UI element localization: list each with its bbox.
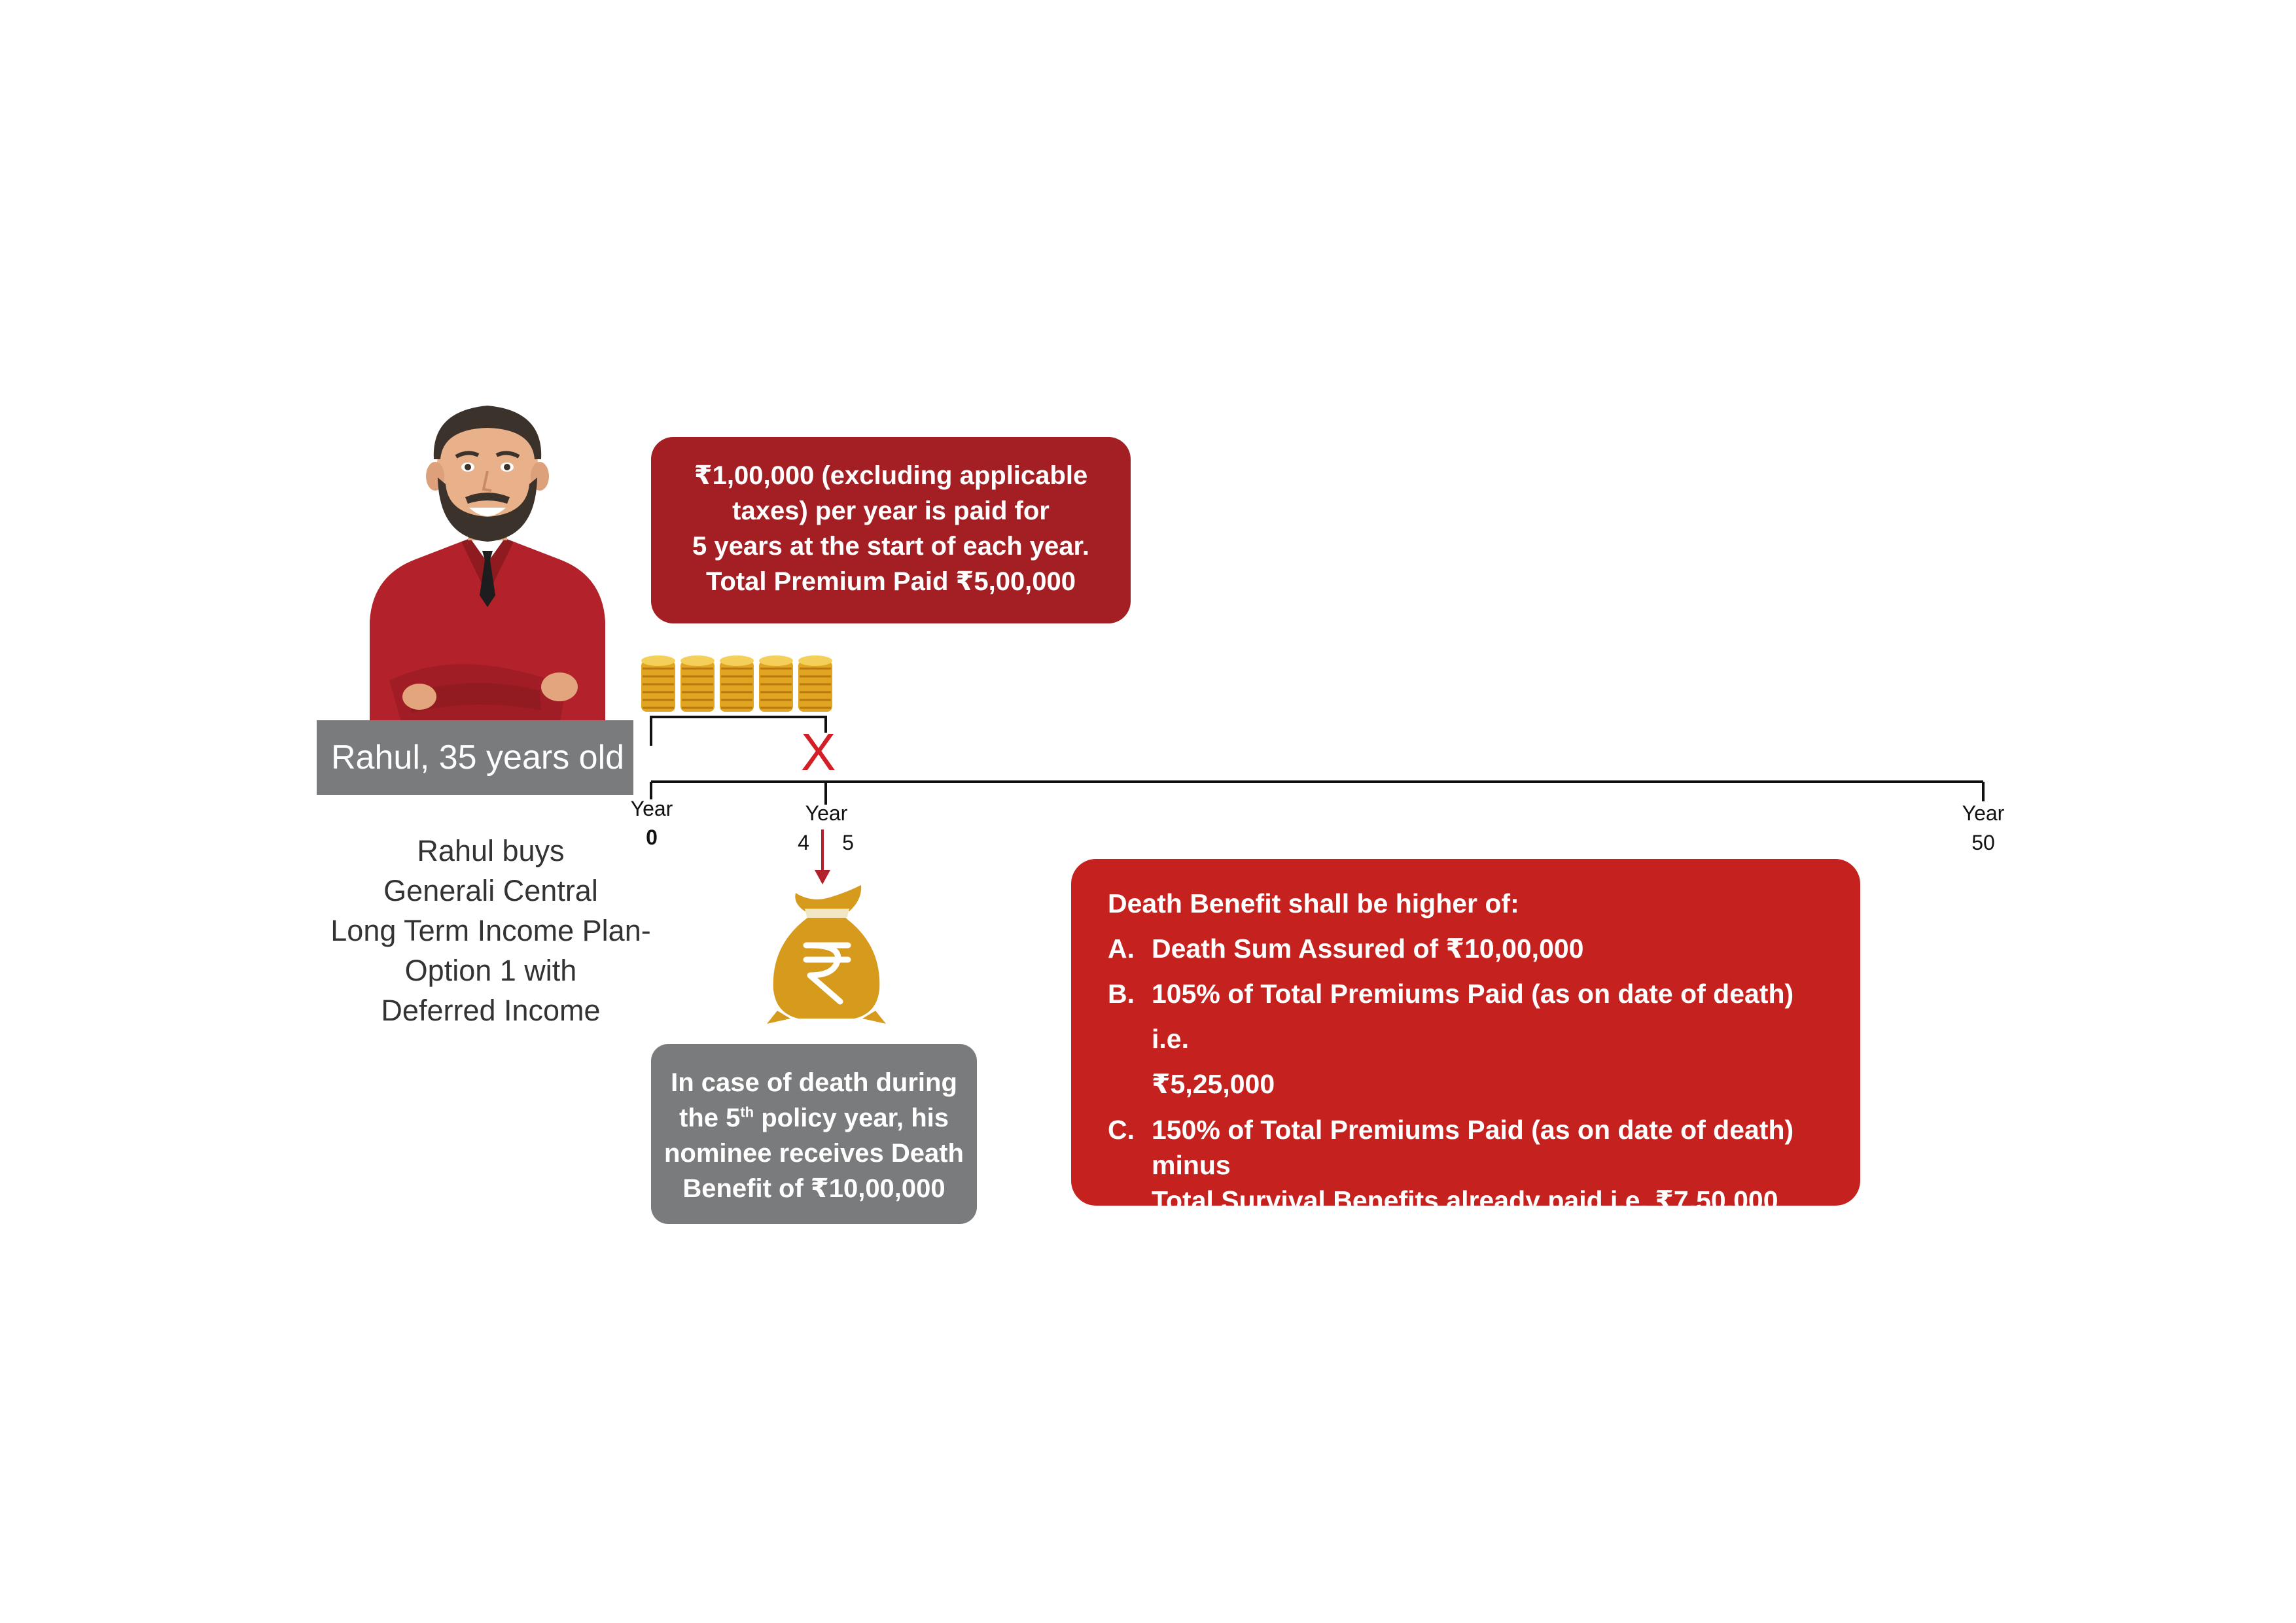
- death-line-2: the 5th policy year, his: [660, 1100, 968, 1136]
- option-text-line-2: Total Survival Benefits already paid i.e…: [1152, 1185, 1778, 1215]
- premium-line-2: taxes) per year is paid for: [732, 497, 1050, 525]
- death-line-1: In case of death during: [671, 1068, 957, 1097]
- death-x-mark: X: [801, 723, 836, 781]
- policy-timeline: [650, 716, 1985, 884]
- money-bag-icon: [767, 885, 886, 1024]
- year-0-label: Year: [630, 797, 673, 820]
- benefit-option-b: B. 105% of Total Premiums Paid (as on da…: [1108, 971, 1834, 1107]
- rahul-avatar: [370, 406, 605, 726]
- year-5-number: 5: [842, 831, 854, 854]
- option-key: D.: [1108, 1229, 1135, 1259]
- premium-info-box: ₹1,00,000 (excluding applicable taxes) p…: [651, 437, 1131, 623]
- plan-description: Rahul buys Generali Central Long Term In…: [314, 831, 667, 1030]
- plan-line-1: Rahul buys: [417, 834, 565, 867]
- option-text-line-1: 105% of Total Premiums Paid (as on date …: [1152, 979, 1794, 1054]
- death-line-2-post: policy year, his: [754, 1104, 949, 1132]
- benefit-option-c: C. 150% of Total Premiums Paid (as on da…: [1108, 1112, 1834, 1218]
- option-text-line-1: 150% of Total Premiums Paid (as on date …: [1152, 1115, 1794, 1180]
- death-info-box: In case of death during the 5th policy y…: [651, 1044, 977, 1224]
- plan-line-5: Deferred Income: [381, 994, 601, 1027]
- coin-stacks-icon: [641, 654, 834, 713]
- option-text: Death Sum Assured of ₹10,00,000: [1152, 934, 1584, 964]
- premium-bracket: [650, 716, 827, 746]
- benefit-option-a: A. Death Sum Assured of ₹10,00,000: [1108, 926, 1834, 971]
- option-key: A.: [1108, 934, 1135, 964]
- premium-line-1: ₹1,00,000 (excluding applicable: [694, 461, 1088, 490]
- option-text: Surrender Value (as on date of death) i.…: [1152, 1229, 1803, 1259]
- death-line-4: Benefit of ₹10,00,000: [682, 1174, 945, 1203]
- option-text: 105% of Total Premiums Paid (as on date …: [1152, 971, 1834, 1107]
- death-line-3: nominee receives Death: [664, 1139, 964, 1168]
- plan-line-3: Long Term Income Plan-: [330, 914, 651, 947]
- person-name-label: Rahul, 35 years old: [317, 720, 633, 795]
- premium-line-4: Total Premium Paid ₹5,00,000: [705, 567, 1076, 596]
- death-line-2-sup: th: [740, 1104, 754, 1121]
- plan-line-4: Option 1 with: [404, 954, 577, 987]
- year-50-number: 50: [1971, 831, 1995, 854]
- premium-line-3: 5 years at the start of each year.: [692, 532, 1089, 561]
- option-text-line-2: ₹5,25,000: [1152, 1069, 1275, 1099]
- death-benefit-box: Death Benefit shall be higher of: A. Dea…: [1071, 859, 1860, 1259]
- year-50-label: Year: [1962, 801, 2005, 825]
- death-line-2-pre: the 5: [679, 1104, 741, 1132]
- plan-line-2: Generali Central: [383, 874, 598, 907]
- year-5-label: Year: [805, 801, 848, 825]
- benefit-title: Death Benefit shall be higher of:: [1108, 888, 1519, 918]
- rupee-glyph: [803, 942, 851, 1005]
- option-key: B.: [1108, 979, 1135, 1009]
- option-text: 150% of Total Premiums Paid (as on date …: [1152, 1112, 1834, 1218]
- option-key: C.: [1108, 1115, 1135, 1145]
- year-0-number: 0: [646, 826, 658, 849]
- death-arrow-head: [815, 870, 830, 884]
- year-4-number: 4: [798, 831, 809, 854]
- benefit-option-d: D. Surrender Value (as on date of death)…: [1108, 1222, 1834, 1267]
